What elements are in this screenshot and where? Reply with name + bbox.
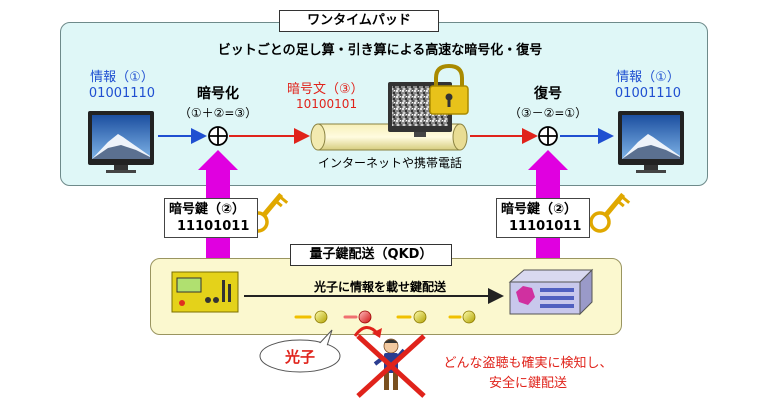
encrypt-label: 暗号化 bbox=[197, 86, 239, 102]
otp-subtitle: ビットごとの足し算・引き算による高速な暗号化・復号 bbox=[217, 43, 543, 58]
cipher-bits: 10100101 bbox=[296, 97, 358, 111]
xor-encrypt-icon bbox=[208, 126, 228, 146]
sender-bits: 01001110 bbox=[88, 86, 156, 101]
qkd-arrow-label: 光子に情報を載せ鍵配送 bbox=[313, 280, 446, 294]
eavesdrop-note-line1: どんな盗聴も確実に検知し、 bbox=[443, 356, 613, 371]
otp-title: ワンタイムパッド bbox=[279, 10, 439, 32]
receiver-monitor-icon bbox=[618, 111, 684, 173]
qkd-title: 量子鍵配送（QKD） bbox=[290, 244, 452, 266]
cross-mark-icon-stroke bbox=[356, 334, 426, 398]
key-left-bits: 11101011 bbox=[177, 219, 250, 234]
qkd-transmitter-icon bbox=[171, 271, 239, 313]
qkd-receiver-icon bbox=[508, 268, 594, 316]
padlock-icon bbox=[429, 63, 469, 115]
key-left-box: 暗号鍵（②） 11101011 bbox=[164, 198, 258, 238]
key-right-icon bbox=[589, 192, 631, 233]
decrypt-label: 復号 bbox=[534, 86, 562, 102]
intercept-arrowhead bbox=[372, 328, 382, 338]
otp-panel bbox=[60, 22, 708, 186]
encrypt-formula: （①＋②=③） bbox=[178, 106, 258, 120]
channel-label: インターネットや携帯電話 bbox=[317, 156, 462, 170]
cipher-label: 暗号文（③） bbox=[287, 82, 364, 97]
receiver-bits: 01001110 bbox=[614, 86, 682, 101]
xor-decrypt-icon bbox=[538, 126, 558, 146]
key-right-box: 暗号鍵（②） 11101011 bbox=[496, 198, 590, 238]
decrypt-formula: （③－②=①） bbox=[508, 106, 588, 120]
photon-label: 光子 bbox=[284, 348, 315, 366]
key-left-label: 暗号鍵（②） bbox=[169, 202, 246, 217]
key-right-label: 暗号鍵（②） bbox=[501, 202, 578, 217]
receiver-label: 情報（①） bbox=[616, 70, 680, 85]
photon-bubble bbox=[259, 329, 341, 373]
photon-stream bbox=[294, 310, 476, 324]
sender-monitor-icon bbox=[88, 111, 154, 173]
eavesdrop-note-line2: 安全に鍵配送 bbox=[488, 376, 567, 391]
sender-label: 情報（①） bbox=[90, 70, 154, 85]
key-right-bits: 11101011 bbox=[509, 219, 582, 234]
